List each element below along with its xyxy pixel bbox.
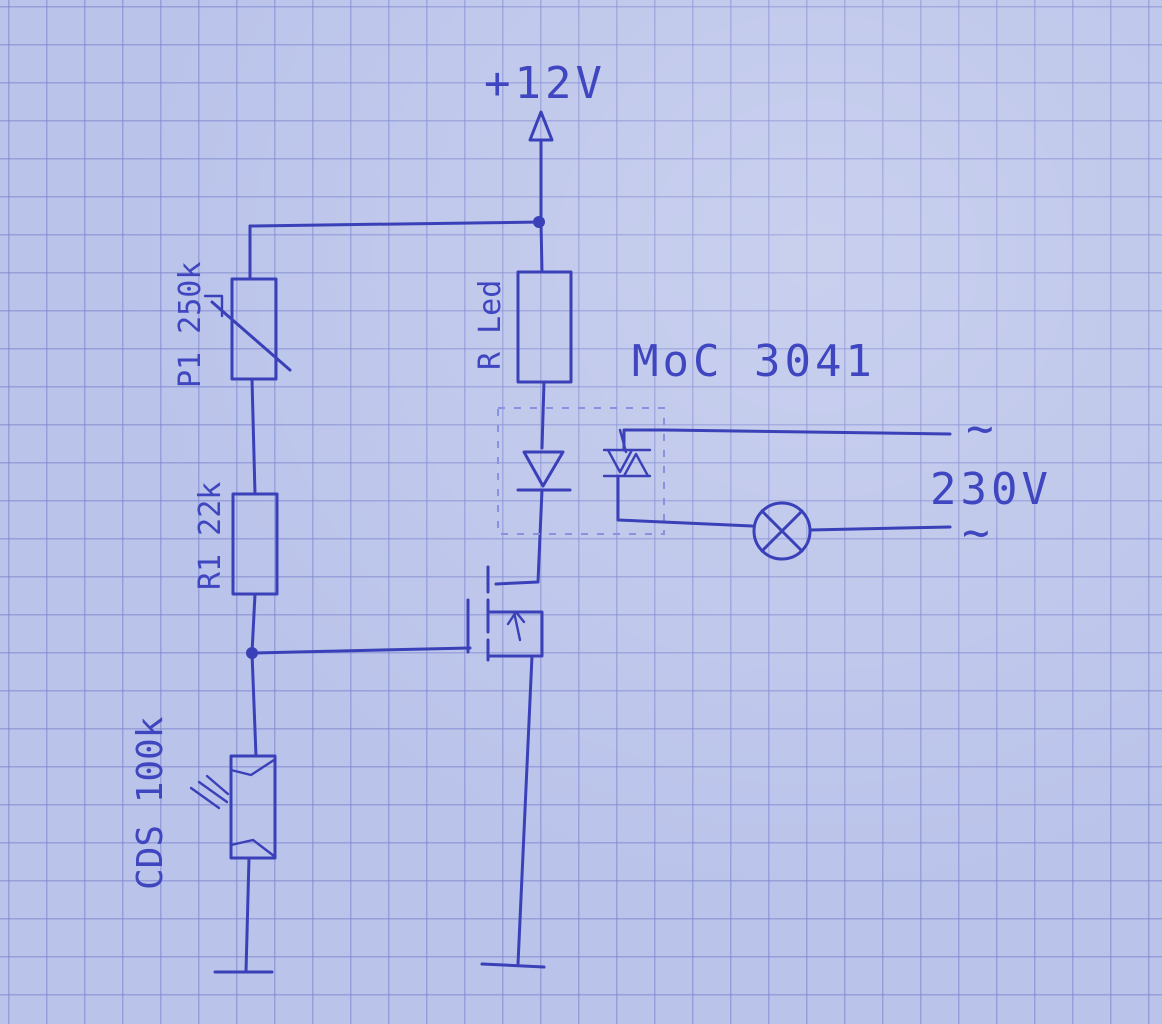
resistor-rled-body (516, 270, 573, 384)
left-wire-lower (250, 592, 257, 655)
ac-symbol-top-icon: ~ (966, 401, 994, 455)
drain-wire (494, 488, 544, 586)
source-wire-to-ground (516, 654, 534, 966)
ac-symbol-bottom-icon: ~ (962, 505, 990, 559)
gate-wire (250, 646, 472, 655)
mosfet-transistor (466, 565, 544, 662)
led-triangle-icon (522, 450, 565, 488)
rled-wire-top (539, 220, 544, 274)
mains-wire-bottom (808, 525, 952, 532)
resistor-rled: R Led (473, 270, 573, 384)
triac-to-lamp-wire (616, 474, 754, 528)
resistor-r1-label: R1 22k (193, 482, 228, 590)
supply-arrow-icon (528, 110, 554, 142)
light-arrows-icon (189, 774, 230, 810)
triac-icon (606, 448, 650, 478)
mains-wire-top (622, 428, 952, 452)
optocoupler-led (516, 450, 572, 492)
potentiometer-p1: P1 250k (173, 262, 292, 388)
optocoupler-outline (497, 407, 665, 535)
left-wire-mid (250, 377, 257, 496)
led-wire-top (540, 380, 546, 450)
potentiometer-arrow-head-icon (203, 294, 224, 318)
photoresistor-body (229, 754, 277, 860)
potentiometer-adjust-arrow-icon (210, 300, 292, 372)
photoresistor-mark-bottom (229, 838, 276, 858)
photoresistor-label: CDS 100k (130, 716, 171, 890)
triac-bars (602, 448, 652, 478)
mosfet-arrow-icon (506, 610, 526, 642)
supply-label: +12V (484, 58, 606, 109)
left-wire-to-ground (244, 856, 251, 974)
resistor-rled-label: R Led (473, 280, 508, 370)
junction-dot-top (533, 216, 545, 228)
resistor-r1: R1 22k (193, 482, 279, 596)
ground-right-icon (480, 962, 546, 969)
resistor-r1-body (231, 492, 279, 596)
photoresistor-mark-top (229, 758, 276, 777)
optocoupler-label: MoC 3041 (632, 336, 876, 387)
supply-terminal: +12V (484, 58, 606, 224)
lamp-cross (760, 509, 804, 553)
potentiometer-body (230, 277, 278, 381)
photoresistor-cds: CDS 100k (130, 716, 277, 890)
mains-voltage-label: 230V (930, 464, 1052, 515)
top-rail-wire (248, 220, 543, 228)
lamp (752, 501, 812, 561)
potentiometer-label: P1 250k (173, 262, 208, 388)
left-wire-to-ldr (250, 651, 258, 758)
optocoupler-triac (602, 428, 652, 478)
